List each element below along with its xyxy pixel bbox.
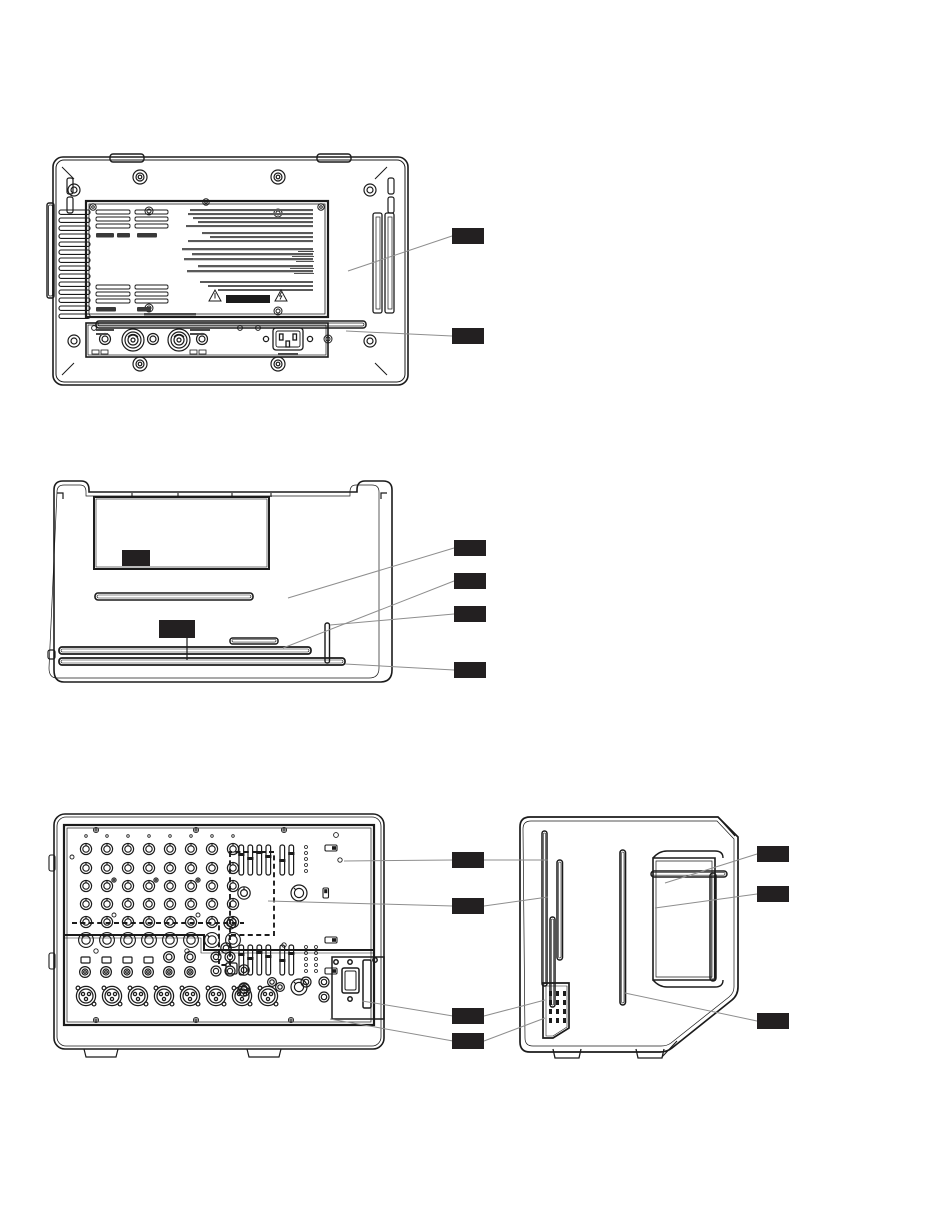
callout-side-1[interactable]: [757, 846, 789, 862]
control-surface-drawing: [48, 813, 385, 1058]
leader-line-top-2: [282, 580, 455, 649]
leader-line-ctrl-3: [361, 1000, 454, 1017]
figure-side-view: [505, 805, 805, 1070]
callout-rear-1[interactable]: [452, 228, 484, 244]
callout-ctrl-4[interactable]: [452, 1033, 484, 1049]
callout-top-2[interactable]: [454, 573, 486, 589]
control-surface-leaders: [267, 859, 454, 1042]
figure-top-view: inline-box-top-1 inline-box-top-2: [40, 468, 460, 708]
leader-line-ctrl-4: [329, 1018, 454, 1042]
leader-line-top-3: [329, 613, 455, 626]
callout-rear-2[interactable]: [452, 328, 484, 344]
inline-box-top-1[interactable]: inline-box-top-1: [122, 550, 150, 566]
leader-line-rear-2: [345, 330, 453, 337]
top-view-drawing: [47, 480, 393, 683]
leader-line-ctrl-1: [343, 859, 454, 862]
side-view-leaders: [624, 853, 758, 1022]
leader-line-side-3: [624, 992, 758, 1022]
figure-rear-panel: [40, 145, 460, 405]
callout-ctrl-1[interactable]: [452, 852, 484, 868]
callout-ctrl-3[interactable]: [452, 1008, 484, 1024]
leader-line-top-1: [287, 547, 455, 599]
leader-line-rear-1: [347, 235, 453, 272]
callout-top-4[interactable]: [454, 662, 486, 678]
callout-ctrl-2[interactable]: [452, 898, 484, 914]
callout-top-3[interactable]: [454, 606, 486, 622]
callout-top-1[interactable]: [454, 540, 486, 556]
inline-box-top-2[interactable]: inline-box-top-2: [159, 620, 195, 638]
callout-side-3[interactable]: [757, 1013, 789, 1029]
leader-line-side-2: [654, 893, 758, 909]
leader-line-top-4: [344, 663, 455, 671]
top-view-leaders: [282, 547, 455, 671]
rear-panel-drawing: [46, 153, 409, 386]
callout-side-2[interactable]: [757, 886, 789, 902]
leader-line-ctrl-2: [267, 900, 454, 907]
rear-panel-leaders: [345, 235, 453, 337]
figure-control-surface: [44, 805, 454, 1070]
side-view-drawing: [519, 816, 739, 1059]
leader-line-side-1: [664, 853, 758, 884]
